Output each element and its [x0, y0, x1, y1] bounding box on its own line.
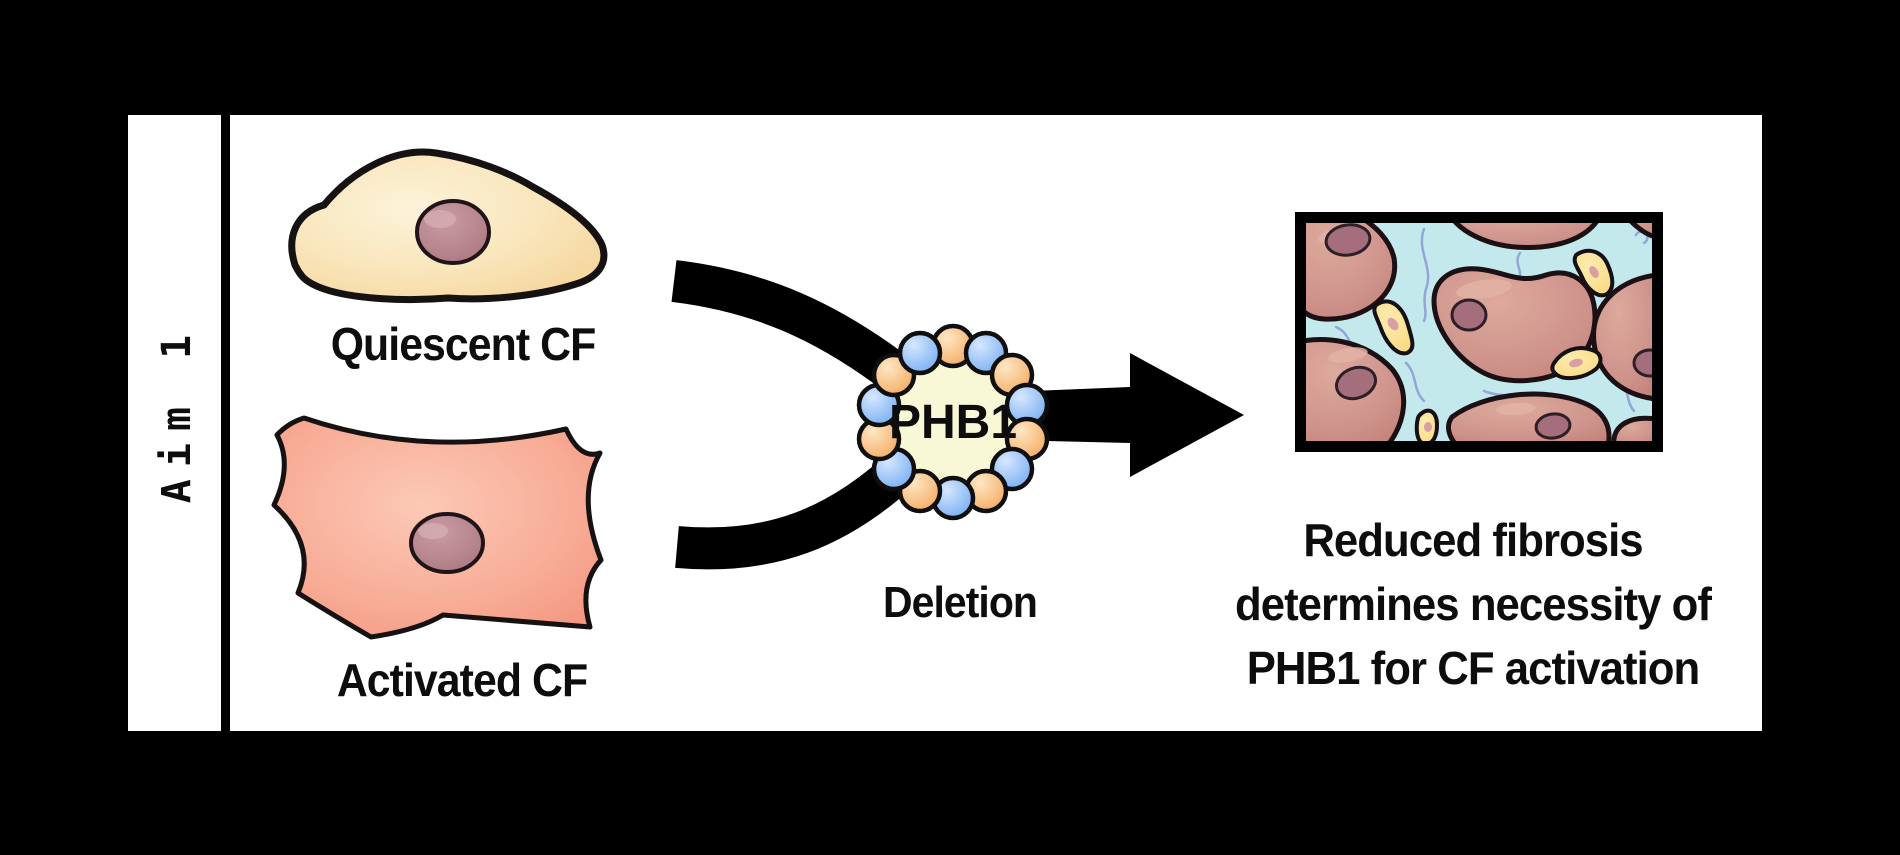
- activated-cf-label: Activated CF: [336, 654, 588, 706]
- quiescent-nucleus: [415, 199, 491, 265]
- tissue-image: [1295, 212, 1663, 452]
- outcome-line-1: Reduced fibrosis: [1303, 514, 1643, 566]
- figure-artwork: [271, 148, 1663, 640]
- quiescent-cf-label: Quiescent CF: [330, 318, 597, 370]
- activated-nucleus: [409, 512, 485, 574]
- outcome-line-2: determines necessity of: [1234, 578, 1712, 630]
- right-arrow-icon: [1008, 353, 1244, 477]
- phb1-label: PHB1: [888, 396, 1018, 449]
- aim-label: Aim 1: [154, 322, 200, 504]
- tissue-nuclei: [1324, 223, 1652, 440]
- phb1-complex-illustration: [856, 323, 1050, 521]
- fork-line-top: [671, 260, 921, 400]
- outcome-line-3: PHB1 for CF activation: [1246, 642, 1701, 694]
- phb1-subunit-ring: [856, 323, 1050, 521]
- quiescent-cell-illustration: [288, 148, 608, 304]
- outcome-caption: Reduced fibrosis determines necessity of…: [1226, 508, 1720, 700]
- activated-cell-illustration: [271, 415, 604, 640]
- deletion-label: Deletion: [882, 578, 1038, 627]
- aim-divider-line: [221, 115, 230, 731]
- aim1-panel: Aim 1 Quiescent CF Activated CF PHB1 Del…: [128, 115, 1762, 731]
